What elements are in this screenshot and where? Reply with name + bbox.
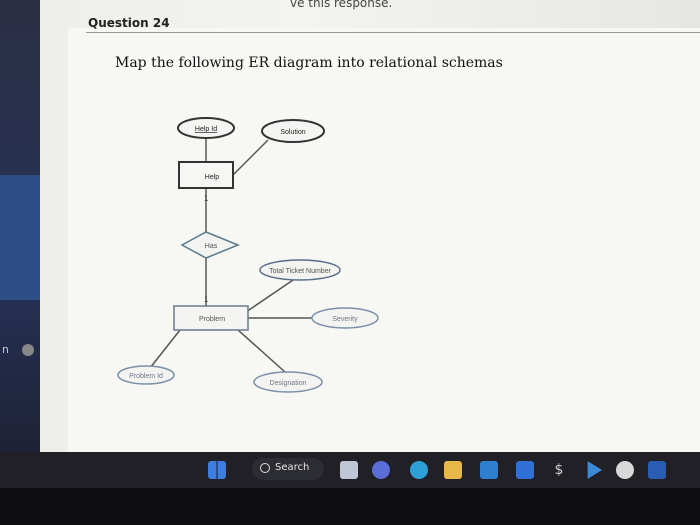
problem-id-link [149,329,181,369]
help-id-label: Help Id [195,126,217,133]
title-divider [86,32,700,33]
search-icon [260,463,270,473]
problem-cardinality: 1 [204,295,209,304]
has-relationship-label: Has [205,243,218,250]
left-window-fragment [0,175,40,300]
designation-label: Designation [270,380,307,387]
sidebar-partial-label: n [2,343,9,356]
problem-id-label: Problem Id [129,373,163,380]
designation-link [237,329,286,373]
app-icon[interactable]: $ [554,462,564,478]
windows-start-icon[interactable] [208,461,226,479]
help-entity-label: Help [205,174,220,181]
question-panel [68,28,700,452]
problem-entity-label: Problem [199,316,225,323]
help-entity [178,161,234,189]
question-title: Question 24 [88,16,170,30]
question-prompt: Map the following ER diagram into relati… [115,55,503,71]
severity-label: Severity [332,316,358,323]
save-response-text: ve this response. [290,0,393,10]
mail-icon[interactable] [480,461,498,479]
er-diagram: Help Id Solution Help 1 Has 1 Total Tick… [117,117,379,393]
taskbar-search-button[interactable] [252,458,324,480]
problem-entity [173,305,249,331]
solution-link [231,139,269,177]
monitor-bezel [0,488,700,525]
help-cardinality: 1 [204,194,209,203]
solution-label: Solution [280,129,305,136]
left-monitor-edge [0,0,40,455]
task-view-icon[interactable] [340,461,358,479]
dropbox-icon[interactable] [516,461,534,479]
total-ticket-number-attribute [259,259,341,281]
file-explorer-icon[interactable] [444,461,462,479]
edge-browser-icon[interactable] [410,461,428,479]
solution-attribute [261,119,325,143]
severity-attribute [311,307,379,329]
total-ticket-number-label: Total Ticket Number [269,268,332,275]
taskbar-search-label: Search [275,462,310,473]
has-relationship [180,231,240,259]
word-icon[interactable] [648,461,666,479]
designation-attribute [253,371,323,393]
chrome-icon[interactable] [616,461,634,479]
status-dot-icon [22,344,34,356]
total-ticket-link [245,277,297,313]
video-app-icon[interactable] [372,461,390,479]
problem-id-attribute [117,365,175,385]
help-id-attribute [177,117,235,139]
